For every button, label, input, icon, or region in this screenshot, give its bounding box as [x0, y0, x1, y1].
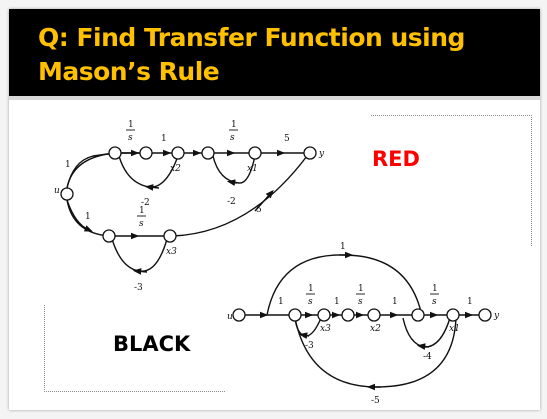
black-label-x3: x3: [320, 324, 331, 334]
red-gain-int-3: s: [139, 219, 144, 229]
red-label: RED: [372, 147, 420, 171]
signal-flow-diagrams: u x2 x1 y x3 1 1 1 s 1 1 s 5 -2 -2 1 s 5…: [54, 120, 500, 406]
red-node-x2: [171, 146, 185, 160]
red-label-x2: x2: [170, 164, 181, 174]
red-gain-u-top: 1: [65, 160, 71, 170]
black-gain-loop-x3: -3: [305, 341, 314, 351]
black-gain-feedforward: 1: [340, 242, 346, 252]
black-label-x1: x1: [449, 324, 460, 334]
red-int-num-3: 1: [139, 206, 145, 216]
black-label-u: u: [227, 312, 233, 322]
black-gain-outer-loop: -5: [371, 396, 380, 406]
black-nodes: [232, 308, 492, 322]
black-int-num-3: 1: [432, 284, 438, 294]
black-dotted-frame: [44, 305, 225, 392]
red-int-num-1: 1: [128, 120, 134, 130]
black-node-u: [232, 308, 246, 322]
black-node-x3: [317, 308, 331, 322]
black-gain-loop-x1: -4: [423, 352, 432, 362]
black-gain-int-3: s: [432, 297, 437, 307]
red-gain-top-1: 1: [161, 134, 167, 144]
red-label-x3: x3: [166, 247, 177, 257]
red-labels: u x2 x1 y x3 1 1 1 s 1 1 s 5 -2 -2 1 s 5…: [54, 120, 325, 293]
header-divider: [9, 96, 540, 100]
red-int-num-2: 1: [231, 120, 237, 130]
red-gain-top-3: 5: [284, 134, 290, 144]
red-node-x1: [248, 146, 262, 160]
red-loop-x3: [111, 238, 168, 272]
red-loop-x1: [212, 155, 256, 184]
black-gain-out: 1: [467, 297, 473, 307]
black-gain-int-1: s: [308, 297, 313, 307]
red-gain-int-2: s: [230, 133, 235, 143]
red-dotted-frame: [371, 115, 532, 246]
red-node-x3: [163, 229, 177, 243]
red-gain-u-bottom: 1: [85, 212, 91, 222]
red-node-y: [303, 146, 317, 160]
black-label-y: y: [493, 311, 500, 321]
red-label-y: y: [318, 149, 325, 159]
black-loop-x1: [402, 317, 451, 348]
black-label-x2: x2: [370, 324, 381, 334]
black-node-x2: [367, 308, 381, 322]
red-nodes: [60, 146, 317, 243]
black-labels: u x3 x2 x1 y 1 1 s 1 1 s 1 1 s 1 1 -3 -4…: [227, 242, 500, 406]
black-feedforward-arc: [266, 254, 422, 316]
red-label-u: u: [54, 186, 60, 196]
title-line-2: Mason’s Rule: [38, 57, 220, 86]
red-gain-loop-x1: -2: [227, 197, 236, 207]
black-gain-mid-1: 1: [334, 297, 340, 307]
black-gain-in: 1: [278, 297, 284, 307]
red-label-x1: x1: [247, 164, 258, 174]
black-gain-int-2: s: [358, 297, 363, 307]
red-node-u: [60, 187, 74, 201]
black-node-y: [478, 308, 492, 322]
slide-title: Q: Find Transfer Function using Mason’s …: [38, 21, 508, 89]
black-signal-flow-graph: [242, 251, 482, 391]
slide: Q: Find Transfer Function using Mason’s …: [9, 9, 540, 410]
black-gain-mid-2: 1: [392, 297, 398, 307]
title-bar: Q: Find Transfer Function using Mason’s …: [9, 9, 540, 96]
black-int-num-2: 1: [358, 284, 364, 294]
red-gain-loop-x2: -2: [141, 198, 150, 208]
red-gain-int-1: s: [128, 133, 133, 143]
black-label: BLACK: [113, 332, 191, 356]
red-signal-flow-graph: [66, 149, 308, 275]
red-gain-loop-x3: -3: [134, 283, 143, 293]
red-bottom-to-y: [172, 155, 308, 237]
title-line-1: Q: Find Transfer Function using: [38, 23, 465, 52]
black-int-num-1: 1: [308, 284, 314, 294]
black-node-x1: [446, 308, 460, 322]
red-gain-bottom-to-y: 5: [256, 205, 262, 215]
